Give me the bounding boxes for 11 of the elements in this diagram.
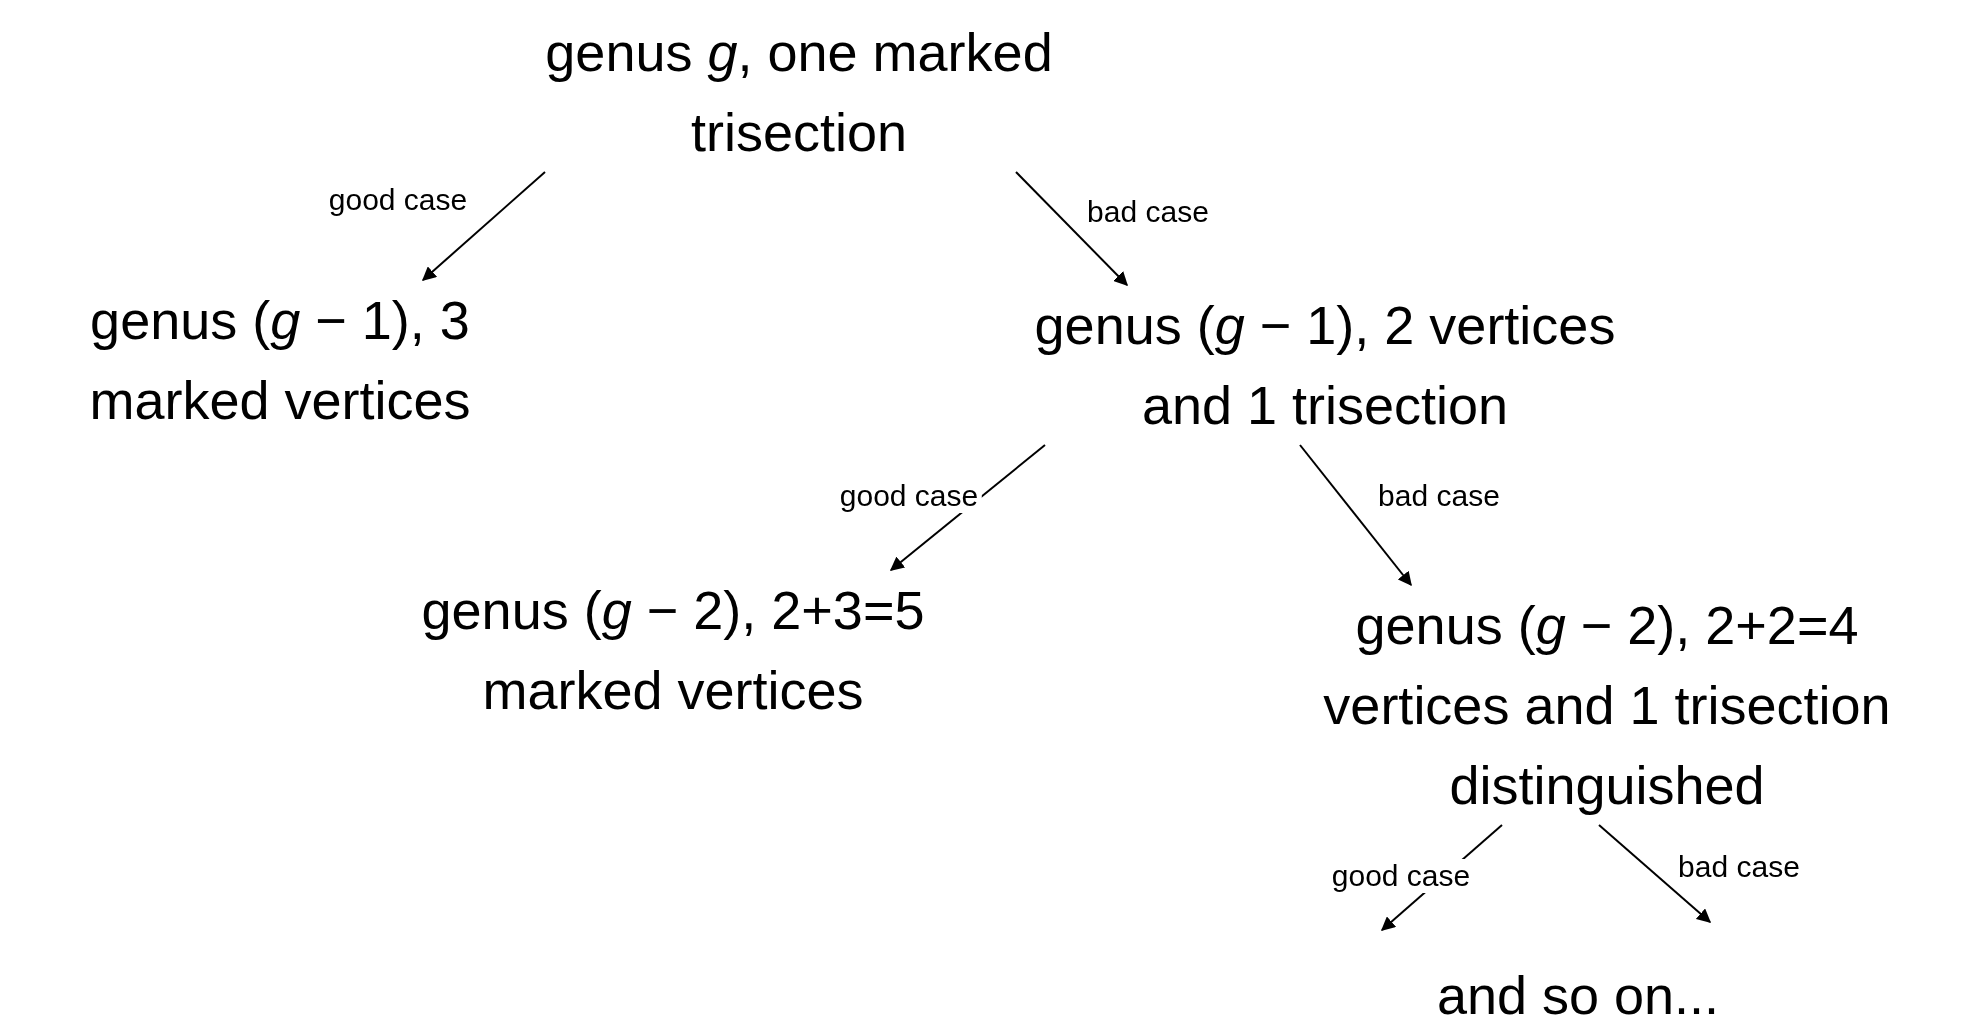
arrow	[421, 171, 546, 281]
node-text: genus g, one marked trisection	[544, 21, 1054, 164]
node-text: genus (g − 2), 2+3=5 marked vertices	[420, 579, 926, 722]
arrow	[1299, 444, 1412, 587]
node-text: genus (g − 1), 2 vertices and 1 trisection	[1033, 294, 1617, 437]
arrow	[1598, 824, 1712, 923]
arrow	[889, 444, 1046, 571]
node-text: genus (g − 2), 2+2=4 vertices and 1 trisection distinguished	[1322, 594, 1892, 817]
note-text: and so on...	[1436, 964, 1720, 1027]
node-text: genus (g − 1), 3 marked vertices	[88, 289, 472, 432]
arrow	[1015, 171, 1128, 286]
